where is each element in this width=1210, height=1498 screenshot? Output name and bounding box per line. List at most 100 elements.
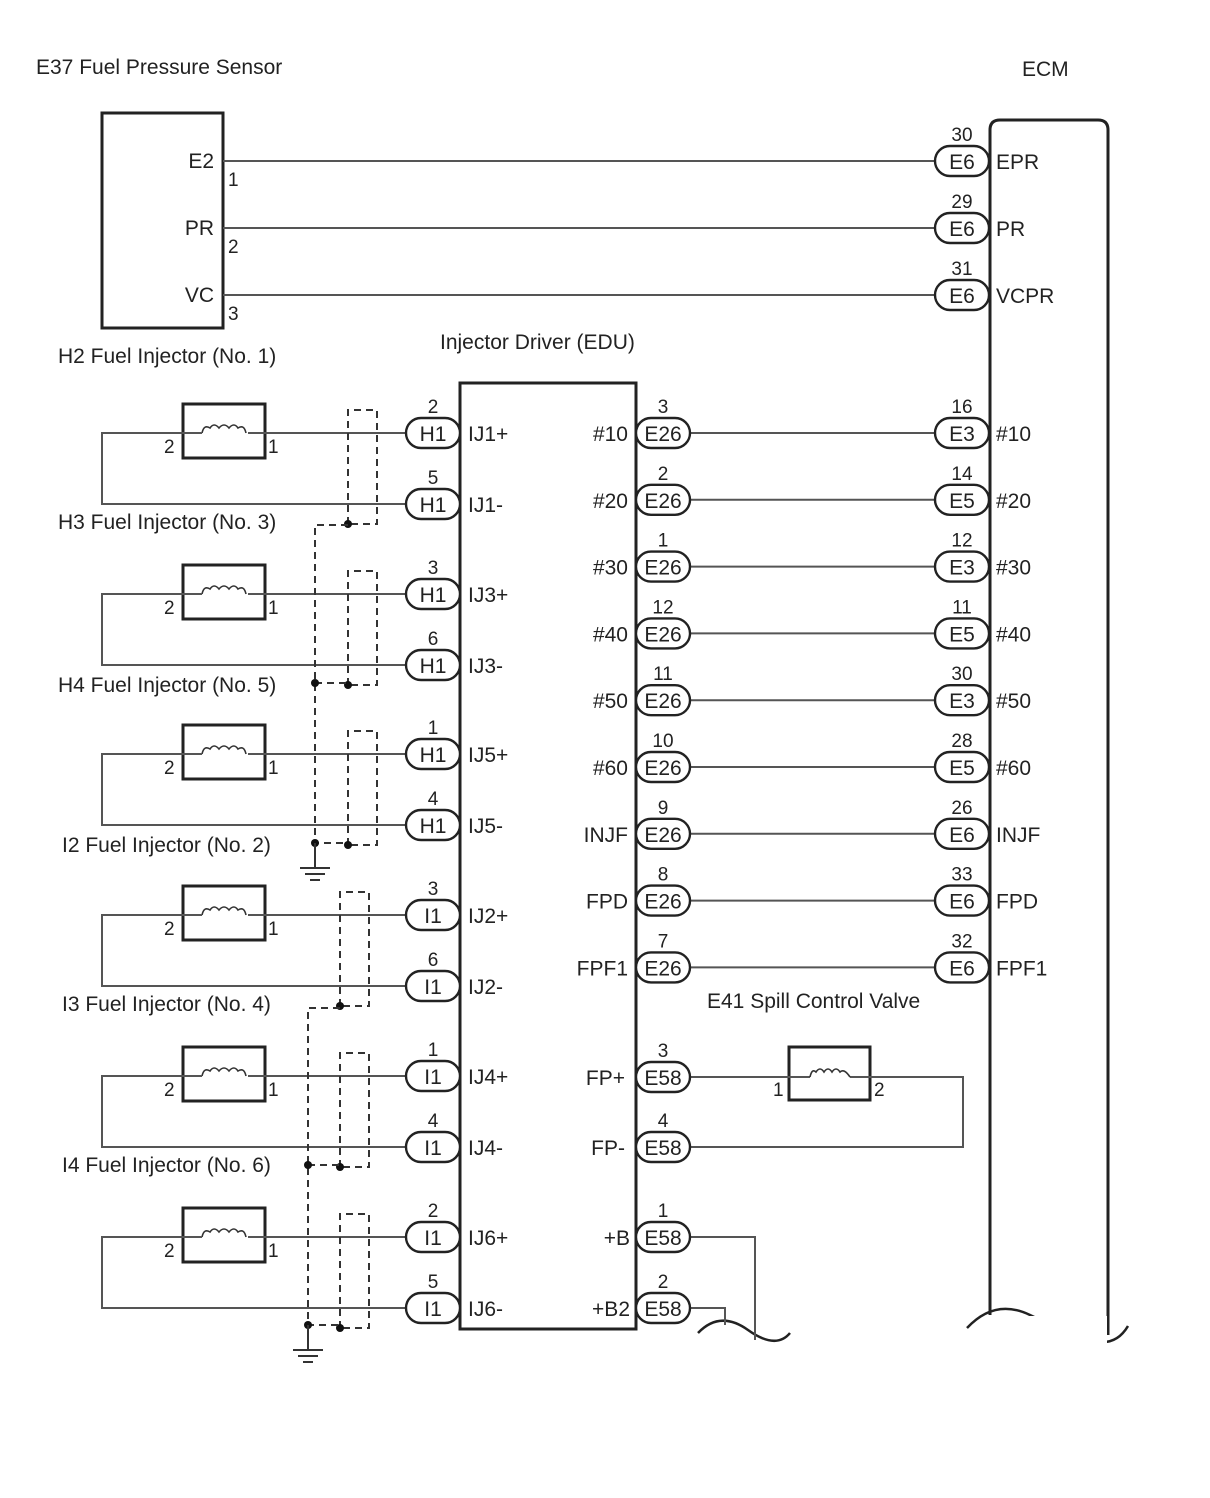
edu-injector-connector	[404, 1220, 462, 1254]
edu-pin-label: IJ5-	[468, 815, 503, 838]
shield	[347, 730, 378, 846]
ecm-connector	[933, 144, 991, 178]
edu-power-connector-pin: 1	[658, 1201, 669, 1222]
injector-box	[181, 1206, 267, 1264]
sensor-title: E37 Fuel Pressure Sensor	[36, 56, 282, 79]
edu-connector-pin: 9	[658, 798, 669, 819]
edu-injector-connector	[404, 898, 462, 932]
injector-box	[181, 723, 267, 781]
edu-connector-id: E26	[644, 690, 681, 713]
ecm-connector-id: E3	[949, 557, 975, 580]
edu-connector	[634, 684, 692, 717]
edu-injector-connector-id: I1	[424, 1137, 442, 1160]
spill-valve-box	[787, 1045, 872, 1102]
injector-pin-right: 1	[268, 758, 279, 779]
edu-injector-connector-id: H1	[420, 815, 447, 838]
edu-spill-connector-id: E58	[644, 1137, 681, 1160]
injector-pin-right: 1	[268, 598, 279, 619]
ecm-connector-pin: 14	[951, 464, 973, 485]
edu-signal-label: #40	[593, 623, 628, 646]
edu-injector-connector	[404, 648, 462, 682]
edu-connector-pin: 11	[653, 664, 673, 685]
edu-pin-label: IJ5+	[468, 744, 508, 767]
ecm-pin-label: EPR	[996, 151, 1039, 174]
edu-signal-label: FPD	[586, 891, 628, 914]
ecm-connector	[933, 550, 991, 583]
edu-injector-connector-pin: 2	[428, 397, 439, 418]
injector-box	[181, 402, 267, 460]
spill-pin-right: 2	[874, 1080, 885, 1101]
ecm-pin-label: VCPR	[996, 285, 1054, 308]
edu-signal-label: INJF	[584, 824, 628, 847]
ecm-box	[988, 118, 1110, 1335]
edu-pin-label: IJ1-	[468, 494, 503, 517]
edu-spill-connector	[634, 1060, 692, 1094]
edu-connector-id: E26	[644, 490, 681, 513]
edu-connector-id: E26	[644, 423, 681, 446]
injector-pin-right: 1	[268, 1241, 279, 1262]
ecm-connector	[933, 951, 991, 984]
edu-injector-connector-id: I1	[424, 1227, 442, 1250]
coil-icon	[201, 1067, 247, 1077]
ecm-connector-pin: 30	[951, 125, 972, 146]
ecm-connector-id: E5	[949, 490, 975, 513]
edu-injector-connector	[404, 808, 462, 842]
edu-pin-label: IJ2+	[468, 905, 508, 928]
edu-injector-connector	[404, 487, 462, 521]
ecm-connector-pin: 32	[951, 931, 972, 952]
ecm-title: ECM	[1022, 58, 1069, 81]
injector-pin-left: 2	[164, 1080, 175, 1101]
shield	[347, 570, 378, 686]
edu-pin-label: IJ1+	[468, 423, 508, 446]
edu-injector-connector	[404, 1059, 462, 1093]
coil-icon	[201, 745, 247, 755]
shield	[347, 409, 378, 525]
ecm-connector-id: E3	[949, 423, 975, 446]
wire-break-icon	[697, 1319, 791, 1342]
edu-connector-pin: 10	[652, 731, 673, 752]
edu-injector-connector-pin: 6	[428, 629, 439, 650]
ecm-connector	[933, 483, 991, 516]
edu-injector-connector-id: I1	[424, 1066, 442, 1089]
ecm-pin-label: PR	[996, 218, 1025, 241]
ecm-connector-pin: 31	[951, 259, 972, 280]
edu-connector	[634, 817, 692, 850]
sensor-pin-number: 3	[228, 304, 239, 325]
ecm-connector-id: E6	[949, 957, 975, 980]
edu-injector-connector	[404, 737, 462, 771]
ecm-connector-id: E6	[949, 218, 975, 241]
ecm-pin-label: #30	[996, 557, 1031, 580]
edu-power-connector-id: E58	[644, 1227, 681, 1250]
edu-pin-label: IJ4+	[468, 1066, 508, 1089]
edu-injector-connector-pin: 2	[428, 1201, 439, 1222]
edu-connector-id: E26	[644, 623, 681, 646]
ecm-connector-pin: 16	[951, 397, 972, 418]
sensor-pin-label: PR	[185, 217, 214, 240]
spill-pin-left: 1	[773, 1080, 784, 1101]
injector-box	[181, 1045, 267, 1103]
ecm-connector	[933, 278, 991, 312]
edu-pin-label: FP-	[591, 1137, 625, 1160]
edu-injector-connector-id: H1	[420, 494, 447, 517]
edu-connector	[634, 884, 692, 917]
edu-spill-connector-id: E58	[644, 1067, 681, 1090]
edu-injector-connector-id: H1	[420, 584, 447, 607]
injector-title: H2 Fuel Injector (No. 1)	[58, 345, 276, 368]
sensor-pin-label: VC	[185, 284, 214, 307]
ecm-connector	[933, 416, 991, 450]
injector-title: I2 Fuel Injector (No. 2)	[62, 834, 271, 857]
ecm-connector-id: E6	[949, 151, 975, 174]
edu-connector	[634, 416, 692, 450]
edu-power-label: +B	[604, 1227, 630, 1250]
injector-pin-left: 2	[164, 598, 175, 619]
ecm-pin-label: INJF	[996, 824, 1040, 847]
edu-pin-label: IJ3+	[468, 584, 508, 607]
edu-connector-pin: 1	[658, 531, 669, 552]
edu-injector-connector-pin: 3	[428, 558, 439, 579]
edu-injector-connector-id: I1	[424, 905, 442, 928]
shield	[339, 1052, 370, 1168]
edu-injector-connector	[404, 1291, 462, 1325]
sensor-pin-number: 2	[228, 237, 239, 258]
edu-connector-id: E26	[644, 557, 681, 580]
edu-pin-label: FP+	[586, 1067, 625, 1090]
